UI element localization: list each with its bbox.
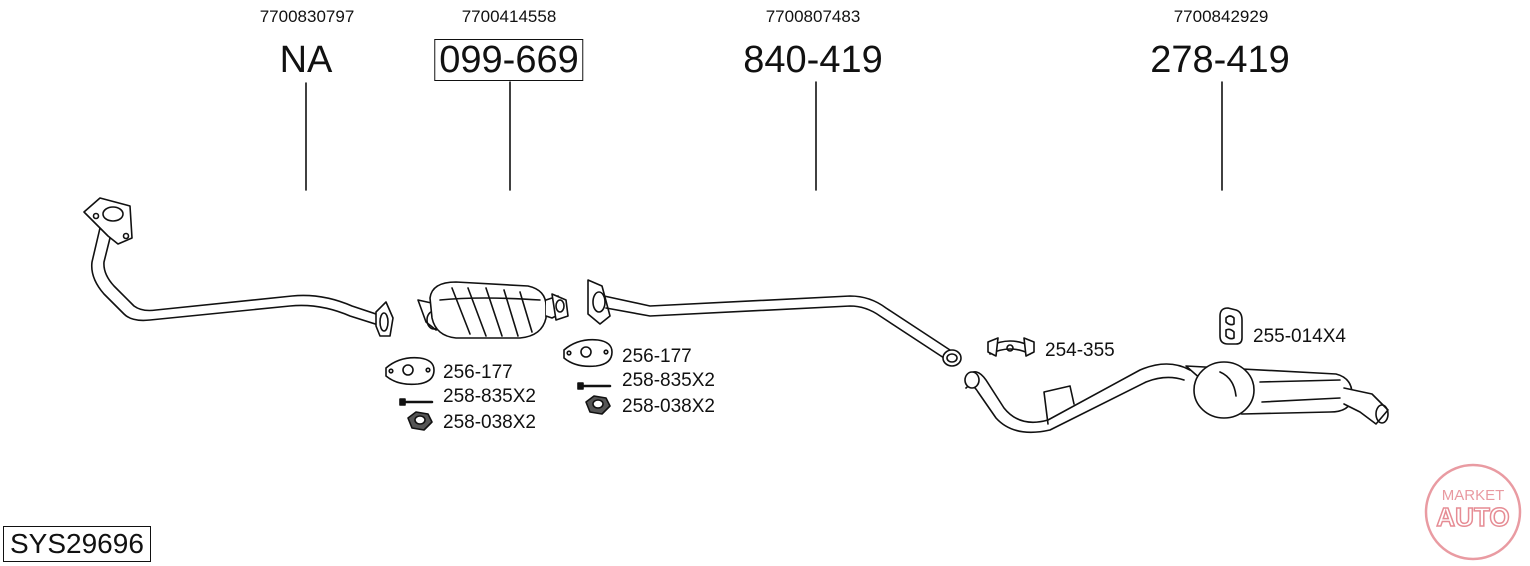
gasket-icon-1 xyxy=(385,356,435,386)
gasket-label-2: 256-177 xyxy=(622,346,692,367)
rear-muffler xyxy=(964,361,1389,434)
part-number-1: NA xyxy=(279,39,333,81)
nut-label-1: 258-038X2 xyxy=(443,412,536,433)
oem-number-2: 7700414558 xyxy=(461,7,557,26)
bolt-icon-1 xyxy=(399,398,434,406)
center-pipe xyxy=(587,279,962,367)
part-number-3: 840-419 xyxy=(743,39,883,81)
oem-number-1: 7700830797 xyxy=(259,7,355,26)
nut-icon-2 xyxy=(585,395,611,415)
oem-number-4: 7700842929 xyxy=(1173,7,1269,26)
market-auto-logo: MARKET AUTO xyxy=(1424,463,1522,561)
bolt-label-1: 258-835X2 xyxy=(443,386,536,407)
part-number-2: 099-669 xyxy=(434,39,584,81)
gasket-label-1: 256-177 xyxy=(443,362,513,383)
gasket-icon-2 xyxy=(563,338,613,368)
nut-label-2: 258-038X2 xyxy=(622,396,715,417)
clamp-icon xyxy=(987,337,1035,357)
bolt-icon-2 xyxy=(577,382,612,390)
front-pipe xyxy=(83,197,394,337)
logo-text-top: MARKET xyxy=(1442,487,1505,504)
logo-text-bottom: AUTO xyxy=(1436,502,1509,532)
bolt-label-2: 258-835X2 xyxy=(622,370,715,391)
oem-number-3: 7700807483 xyxy=(765,7,861,26)
clamp-label: 254-355 xyxy=(1045,340,1115,361)
system-code: SYS29696 xyxy=(3,526,151,562)
catalytic-converter xyxy=(417,281,569,339)
hanger-label: 255-014X4 xyxy=(1253,326,1346,347)
nut-icon-1 xyxy=(407,411,433,431)
hanger-icon xyxy=(1219,307,1243,345)
part-number-4: 278-419 xyxy=(1150,39,1290,81)
